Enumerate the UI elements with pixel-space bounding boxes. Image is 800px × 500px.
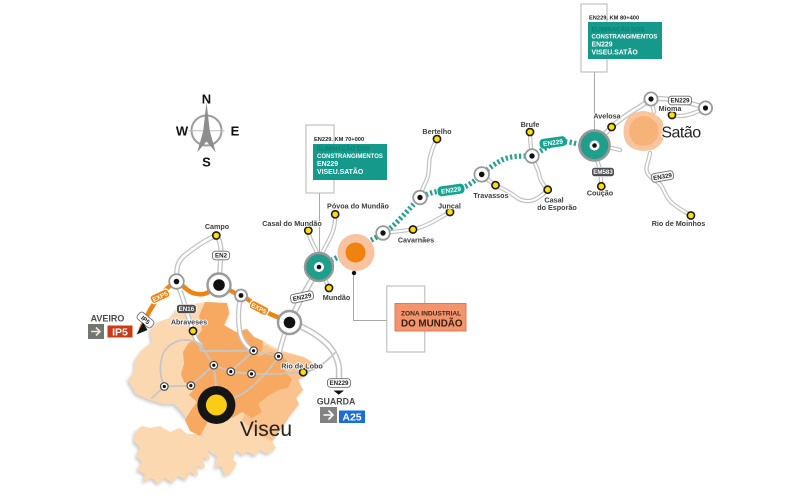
svg-text:Abraveses: Abraveses: [171, 318, 207, 327]
svg-text:IP5: IP5: [139, 315, 151, 327]
svg-text:Campo: Campo: [205, 222, 230, 231]
svg-text:EN229: EN229: [330, 380, 349, 387]
svg-text:EN229: EN229: [543, 138, 564, 148]
svg-text:ELIMINAÇÃO DOS: ELIMINAÇÃO DOS: [592, 27, 645, 34]
svg-text:EN2: EN2: [215, 253, 228, 260]
svg-text:Cavarnães: Cavarnães: [398, 236, 434, 245]
svg-text:Avelosa: Avelosa: [593, 112, 621, 121]
svg-text:EN229: EN229: [592, 42, 613, 49]
svg-text:EM583: EM583: [593, 169, 613, 176]
svg-text:Rio de Moinhos: Rio de Moinhos: [652, 219, 706, 228]
svg-text:S: S: [202, 155, 211, 170]
svg-text:EN229: EN229: [317, 161, 338, 168]
svg-text:do Esporão: do Esporão: [537, 203, 577, 212]
svg-text:EN229. KM 80+400: EN229. KM 80+400: [589, 16, 639, 22]
svg-text:Mundão: Mundão: [323, 293, 351, 302]
svg-text:AVEIRO: AVEIRO: [91, 314, 125, 324]
svg-text:Casal do Mundão: Casal do Mundão: [262, 219, 322, 228]
svg-text:Casal: Casal: [544, 196, 563, 205]
svg-text:EN229: EN229: [441, 186, 462, 196]
svg-text:EN16: EN16: [179, 306, 195, 313]
svg-text:CONSTRANGIMENTOS: CONSTRANGIMENTOS: [592, 35, 658, 41]
svg-text:N: N: [202, 92, 211, 107]
svg-text:IP5: IP5: [112, 326, 128, 338]
svg-text:Coução: Coução: [587, 189, 614, 198]
svg-text:CONSTRANGIMENTOS: CONSTRANGIMENTOS: [317, 154, 383, 160]
svg-text:ELIMINAÇÃO DOS: ELIMINAÇÃO DOS: [317, 146, 370, 153]
svg-text:Mioma: Mioma: [659, 104, 683, 113]
svg-text:A25: A25: [342, 412, 361, 424]
svg-text:Viseu: Viseu: [240, 418, 292, 441]
svg-text:E: E: [231, 123, 240, 138]
svg-text:VISEU.SATÃO: VISEU.SATÃO: [317, 167, 364, 176]
svg-text:Póvoa do Mundão: Póvoa do Mundão: [327, 202, 390, 211]
svg-text:Juncal: Juncal: [438, 202, 461, 211]
svg-text:EN229: EN229: [292, 292, 313, 303]
svg-text:VISEU.SATÃO: VISEU.SATÃO: [592, 48, 639, 57]
svg-text:Brufe: Brufe: [521, 120, 540, 129]
svg-text:Bertelho: Bertelho: [422, 127, 452, 136]
svg-text:W: W: [176, 123, 189, 138]
svg-text:Travassos: Travassos: [473, 191, 508, 200]
svg-text:Satão: Satão: [661, 125, 701, 142]
svg-text:Rio de Lobo: Rio de Lobo: [281, 362, 323, 371]
svg-text:EN329: EN329: [653, 172, 673, 182]
svg-text:DO MUNDÃO: DO MUNDÃO: [401, 319, 463, 330]
svg-text:ZONA INDUSTRIAL: ZONA INDUSTRIAL: [401, 311, 461, 318]
svg-text:GUARDA: GUARDA: [317, 397, 356, 407]
svg-text:EN229: EN229: [671, 98, 690, 105]
svg-text:EN229. KM 70+000: EN229. KM 70+000: [314, 137, 364, 143]
